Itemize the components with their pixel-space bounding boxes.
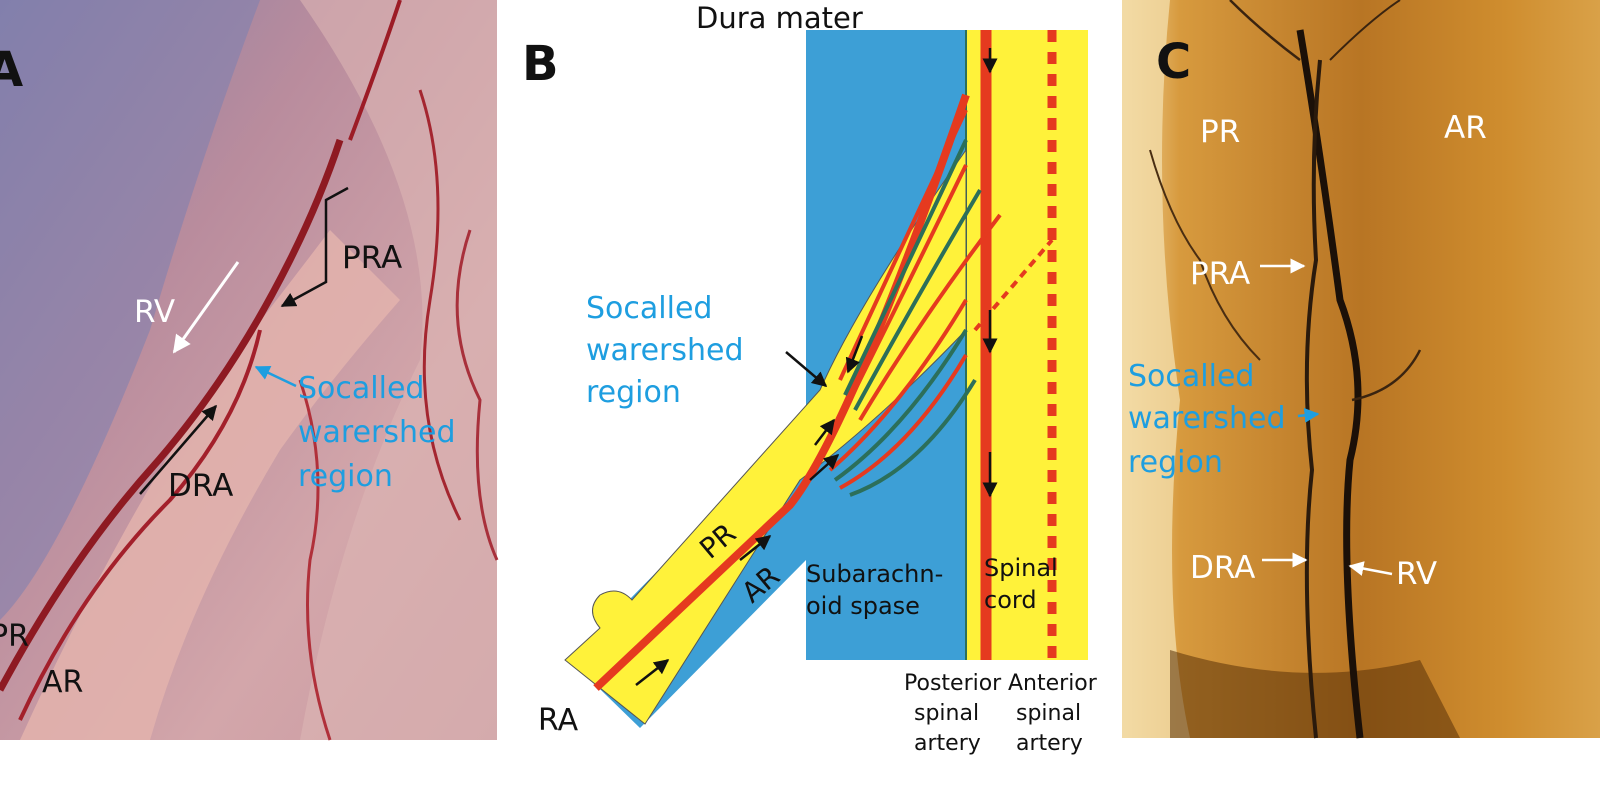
panel-b-label-spinal-cord: Spinal cord	[984, 554, 1065, 614]
panel-c-left-edge-tissue	[1122, 0, 1190, 738]
panel-b-subarachnoid-line-1: Subarachn-	[806, 560, 943, 588]
panel-b-flow-arrow-5	[845, 335, 864, 374]
panel-a-watershed-line-1: Socalled	[298, 371, 424, 406]
panel-c-branch-1	[1229, 0, 1301, 61]
panel-b-anastomosis-dashes	[973, 238, 1054, 332]
panel-b-watershed-line-1: Socalled	[586, 291, 712, 326]
panel-a-vessel-branch-4	[298, 379, 332, 741]
panel-b-watershed-line-3: region	[586, 375, 681, 410]
panel-b-label-subarachnoid: Subarachn- oid spase	[806, 560, 951, 620]
panel-c-watershed-line-3: region	[1128, 445, 1223, 480]
panel-b-label-anterior-artery: Anterior spinal artery	[1008, 671, 1104, 756]
panel-a-radicular-vessel	[0, 138, 344, 692]
panel-a-right-tissue	[300, 0, 497, 740]
panel-c-photo-background	[1122, 0, 1600, 738]
panel-b-anterior-line-3: artery	[1016, 731, 1083, 756]
panel-c-watershed-line-1: Socalled	[1128, 359, 1254, 394]
panel-b-watershed-line-2: warershed	[586, 333, 744, 368]
panel-b-letter: B	[522, 36, 559, 92]
panel-a-dra-arrow	[139, 404, 217, 495]
panel-c-branch-3	[1149, 149, 1261, 361]
panel-b-radicular-artery	[593, 93, 970, 691]
panel-c-label-dra: DRA	[1190, 550, 1255, 586]
panel-a: A RV PRA Socalled warershed region DRA P…	[0, 0, 499, 741]
panel-b-watershed-pointer	[785, 351, 828, 387]
panel-a-label-pra: PRA	[342, 240, 402, 276]
panel-a-vessel-branch-2	[348, 0, 402, 141]
panel-b: B Dura mater	[522, 1, 1104, 756]
panel-c-rv-arrow	[1348, 561, 1393, 576]
panel-b-label-posterior-artery: Posterior spinal artery	[904, 671, 1008, 756]
panel-c-letter: C	[1156, 34, 1191, 90]
panel-c-label-rv: RV	[1396, 556, 1437, 592]
panel-c-branch-2	[1351, 349, 1422, 402]
panel-b-flow-arrow-2	[739, 535, 772, 561]
panel-b-spinal-cord-line-2: cord	[984, 586, 1037, 614]
panel-a-vessel-branch-5	[455, 229, 499, 561]
panel-b-label-ra: RA	[538, 703, 579, 738]
panel-c: C PR AR PRA Socalled warershed region DR…	[1122, 0, 1600, 739]
panel-a-label-rv: RV	[134, 294, 175, 330]
panel-b-rootlets	[828, 109, 1002, 497]
panel-b-label-watershed: Socalled warershed region	[586, 291, 753, 410]
panel-b-flow-arrow-1	[635, 659, 670, 686]
panel-c-branch-4	[1329, 0, 1401, 61]
panel-b-spinal-cord-line-1: Spinal	[984, 554, 1058, 582]
panel-b-label-dura: Dura mater	[696, 1, 863, 35]
panel-a-label-pr: PR	[0, 619, 29, 654]
panel-b-anterior-line-1: Anterior	[1008, 671, 1098, 696]
panel-c-radicular-artery	[1304, 59, 1322, 739]
panel-a-bluish-tissue	[0, 0, 260, 620]
panel-c-label-pra: PRA	[1190, 256, 1250, 292]
panel-a-pra-bracket	[280, 186, 349, 308]
panel-c-radicular-vein	[1296, 29, 1364, 739]
panel-c-label-ar: AR	[1444, 110, 1487, 146]
panel-b-nerve-root	[564, 148, 967, 725]
panel-a-label-dra: DRA	[168, 468, 233, 504]
panel-a-rv-arrow	[172, 261, 240, 354]
panel-a-vessel-branch-1	[18, 329, 262, 721]
panel-b-anterior-line-2: spinal	[1016, 701, 1081, 726]
panel-c-bottom-dark	[1170, 650, 1460, 738]
panel-a-watershed-line-3: region	[298, 459, 393, 494]
panel-a-vessel-branch-3	[418, 89, 462, 521]
panel-b-posterior-line-1: Posterior	[904, 671, 1002, 696]
panel-c-watershed-line-2: warershed	[1128, 401, 1286, 436]
panel-a-label-ar: AR	[42, 665, 83, 700]
panel-b-posterior-line-3: artery	[914, 731, 981, 756]
panel-b-posterior-line-2: spinal	[914, 701, 979, 726]
panel-b-flow-arrow-4	[814, 418, 835, 446]
panel-b-flow-arrow-3	[809, 454, 840, 481]
panel-a-label-watershed: Socalled warershed region	[298, 371, 465, 494]
panel-b-subarachnoid-line-2: oid spase	[806, 592, 920, 620]
panel-a-letter: A	[0, 42, 23, 98]
panel-c-label-watershed: Socalled warershed region	[1128, 359, 1295, 480]
panel-a-nerve-root	[20, 230, 400, 740]
panel-c-watershed-arrow	[1297, 407, 1320, 423]
panel-c-label-pr: PR	[1200, 114, 1240, 150]
panel-a-watershed-line-2: warershed	[298, 415, 456, 450]
panel-a-watershed-arrow	[254, 365, 297, 388]
